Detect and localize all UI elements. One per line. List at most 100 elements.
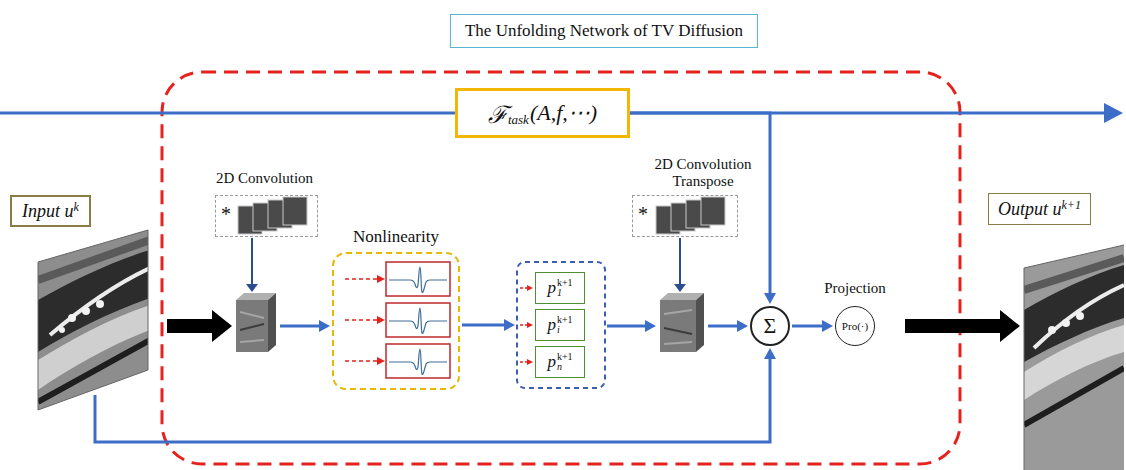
connector-line [630, 113, 770, 295]
wing-spot [96, 300, 104, 308]
dashed-arrow [345, 319, 378, 321]
data-line [0, 112, 462, 115]
arrow-head [504, 319, 515, 331]
convolution-label: 2D Convolution [216, 170, 313, 187]
math-symbol: ℱ [488, 97, 508, 130]
connector-line [607, 325, 647, 328]
connector-line [792, 325, 824, 328]
connector-line [280, 325, 321, 328]
cube-side [268, 293, 276, 352]
input-label-box: Input uk [10, 195, 91, 227]
plot-frame [386, 303, 450, 337]
dashed-arrow [520, 287, 528, 289]
plot-frame [386, 344, 450, 378]
filter-stack [656, 197, 725, 234]
projection-operator: Pro(·) [842, 320, 868, 332]
filter-kernel [283, 197, 307, 225]
cube-texture [240, 324, 264, 330]
superscript: k+1 [557, 352, 573, 362]
arrow-head [527, 285, 533, 291]
projection-label: Projection [824, 280, 886, 297]
wing-spot [59, 327, 65, 333]
wing-spot [1048, 326, 1056, 334]
cube-texture [664, 328, 692, 334]
connector [792, 320, 833, 332]
dashed-arrow [520, 324, 528, 326]
filter-stack [238, 197, 307, 234]
arrow-head [645, 320, 656, 332]
subscript: i [557, 325, 573, 335]
sum-circle: Σ [750, 306, 790, 346]
cube-texture [664, 342, 692, 344]
flow-arrow [167, 310, 232, 342]
plot-curve [389, 308, 447, 333]
arrow-head [377, 357, 385, 365]
superscript: k+1 [1062, 198, 1081, 212]
input-image [30, 225, 155, 415]
index-stack: k+1n [557, 352, 573, 372]
arrow-head [527, 359, 533, 365]
wing-light [1024, 325, 1124, 400]
math-arguments: (A,f,⋯) [530, 100, 597, 126]
filter-kernel [701, 197, 725, 225]
dashed-arrow [345, 278, 378, 280]
sum-symbol: Σ [764, 313, 777, 339]
image-ground [30, 225, 155, 415]
transpose-label: 2D Convolution Transpose [641, 156, 765, 191]
wing-vein [50, 268, 150, 335]
image-frame [38, 230, 148, 410]
nonlinearity-label: Nonlinearity [353, 227, 439, 247]
arrow-head [377, 275, 385, 283]
variable-symbol: p [547, 352, 556, 372]
cube-texture [240, 340, 264, 342]
unfolding-region [162, 72, 960, 464]
flow-arrow [905, 310, 1020, 342]
wing-spot [68, 314, 76, 322]
filter-arrow [679, 238, 681, 285]
transpose-filter-box: 2D Convolution Transpose* [632, 195, 738, 237]
arrow-head [822, 320, 833, 332]
connector [607, 320, 656, 332]
title-box: The Unfolding Network of TV Diffusion [450, 14, 758, 48]
arrow-head [764, 348, 776, 359]
feature-cube [236, 293, 276, 352]
connector-line [462, 324, 506, 327]
wing-edge [38, 340, 150, 402]
subscript: task [508, 112, 529, 128]
index-stack: k+1i [557, 315, 573, 335]
nonlinearity-functions [345, 262, 450, 378]
function-plot [386, 262, 450, 296]
arrow-head [377, 316, 385, 324]
feature-cube [660, 293, 704, 352]
plot-curve [389, 267, 447, 292]
cube-texture [240, 312, 264, 318]
connector-line [708, 325, 739, 328]
projection-panel: ProjectionPro(·) [812, 280, 898, 346]
arrow-head [246, 284, 258, 292]
connector-line [95, 357, 770, 442]
input-panel: Input uk [8, 195, 153, 415]
function-plot [386, 303, 450, 337]
cube-front [660, 300, 696, 352]
connector [630, 113, 776, 304]
arrow-head [737, 320, 748, 332]
variable-symbol: p [547, 315, 556, 335]
arrow-head [319, 320, 330, 332]
plot-curve [389, 349, 447, 374]
wing-spot [1076, 312, 1084, 320]
output-label-box: Output uk+1 [988, 193, 1091, 225]
arrow-head [527, 322, 533, 328]
task-operator-box: ℱtask(A,f,⋯) [455, 88, 630, 138]
index-stack: k+11 [557, 278, 573, 298]
projection-circle: Pro(·) [835, 306, 875, 346]
superscript: k+1 [557, 315, 573, 325]
arrow-head [1104, 103, 1123, 123]
superscript: k+1 [557, 278, 573, 288]
convolution-operator: * [221, 203, 231, 226]
connector [95, 348, 776, 442]
wing-vein [1034, 285, 1124, 348]
dual-variable-box: pk+1n [535, 346, 585, 378]
output-panel: Output uk+1 [988, 193, 1124, 470]
